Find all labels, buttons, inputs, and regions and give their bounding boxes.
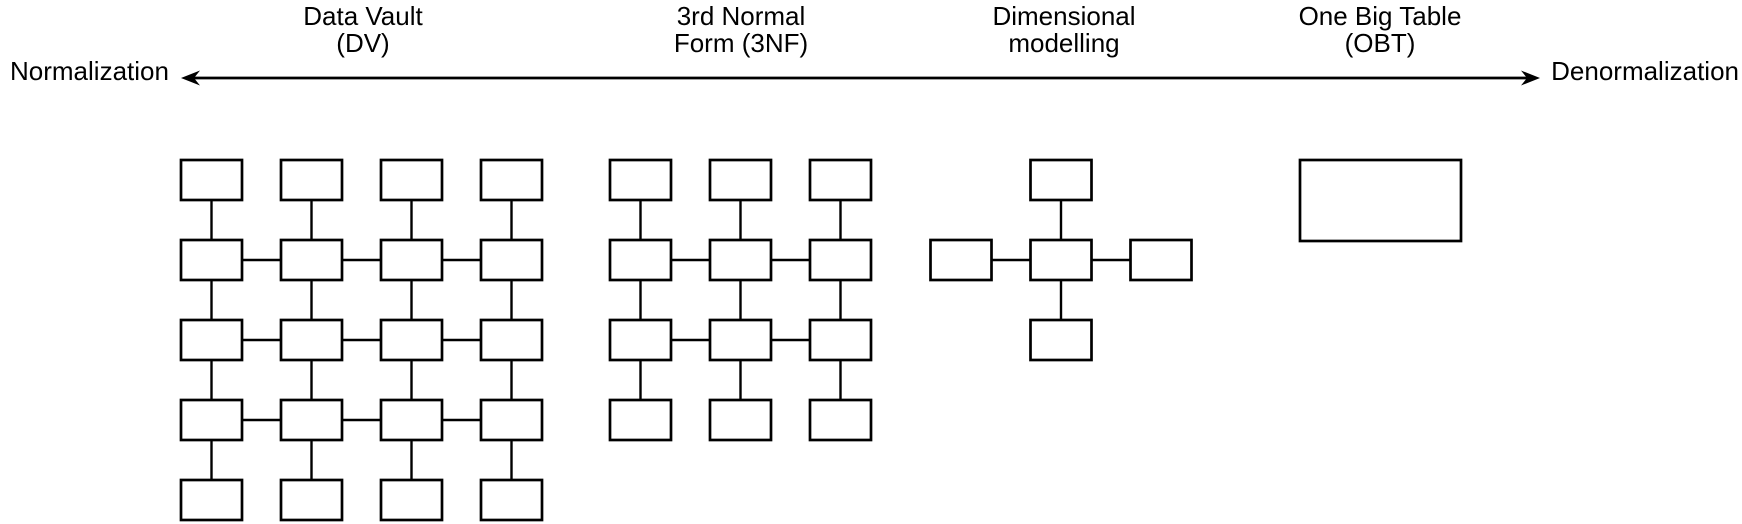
table-box xyxy=(1029,158,1093,202)
table-box xyxy=(279,158,344,202)
table-box xyxy=(708,318,773,362)
table-box xyxy=(1129,238,1193,282)
spectrum-arrow xyxy=(181,70,1540,86)
table-box xyxy=(929,238,993,282)
table-box xyxy=(479,478,544,522)
table-box xyxy=(279,318,344,362)
table-box xyxy=(179,398,244,442)
label-3nf-line1: 3rd Normal xyxy=(676,1,806,31)
label-obt-line2: (OBT) xyxy=(1344,27,1416,58)
table-box xyxy=(479,318,544,362)
label-dimensional-line2: modelling xyxy=(1008,27,1120,58)
table-box xyxy=(279,478,344,522)
table-box xyxy=(708,398,773,442)
table-box xyxy=(279,398,344,442)
table-box xyxy=(479,398,544,442)
table-box xyxy=(179,238,244,282)
table-box xyxy=(808,318,873,362)
label-obt: One Big Table (OBT) xyxy=(1230,3,1530,56)
arrowhead-left xyxy=(181,70,200,86)
table-box xyxy=(179,318,244,362)
label-data-vault: Data Vault (DV) xyxy=(213,3,513,56)
table-box xyxy=(608,398,673,442)
diagram-obt xyxy=(1298,158,1463,243)
table-box xyxy=(808,238,873,282)
table-box xyxy=(379,238,444,282)
table-box xyxy=(379,398,444,442)
table-box xyxy=(808,158,873,202)
table-box xyxy=(708,158,773,202)
table-box xyxy=(1298,158,1463,243)
table-box xyxy=(279,238,344,282)
arrowhead-right xyxy=(1521,70,1540,86)
table-box xyxy=(479,238,544,282)
table-box xyxy=(179,478,244,522)
table-box xyxy=(1029,238,1093,282)
table-box xyxy=(708,238,773,282)
label-obt-line1: One Big Table xyxy=(1298,1,1462,31)
label-3nf: 3rd Normal Form (3NF) xyxy=(591,3,891,56)
diagram-3nf xyxy=(608,158,873,442)
table-box xyxy=(379,478,444,522)
table-box xyxy=(808,398,873,442)
table-box xyxy=(608,238,673,282)
table-box xyxy=(1029,318,1093,362)
label-3nf-line2: Form (3NF) xyxy=(673,27,809,58)
table-box xyxy=(608,318,673,362)
table-box xyxy=(179,158,244,202)
table-box xyxy=(379,318,444,362)
diagram-dimensional xyxy=(929,158,1193,362)
table-box xyxy=(608,158,673,202)
table-box xyxy=(479,158,544,202)
label-data-vault-line1: Data Vault xyxy=(303,1,423,31)
normalization-label: Normalization xyxy=(10,56,169,86)
label-dimensional: Dimensional modelling xyxy=(914,3,1214,56)
denormalization-label: Denormalization xyxy=(1551,56,1739,86)
label-dimensional-line1: Dimensional xyxy=(992,1,1136,31)
diagram-data-vault xyxy=(179,158,544,522)
label-data-vault-line2: (DV) xyxy=(336,27,390,58)
table-box xyxy=(379,158,444,202)
